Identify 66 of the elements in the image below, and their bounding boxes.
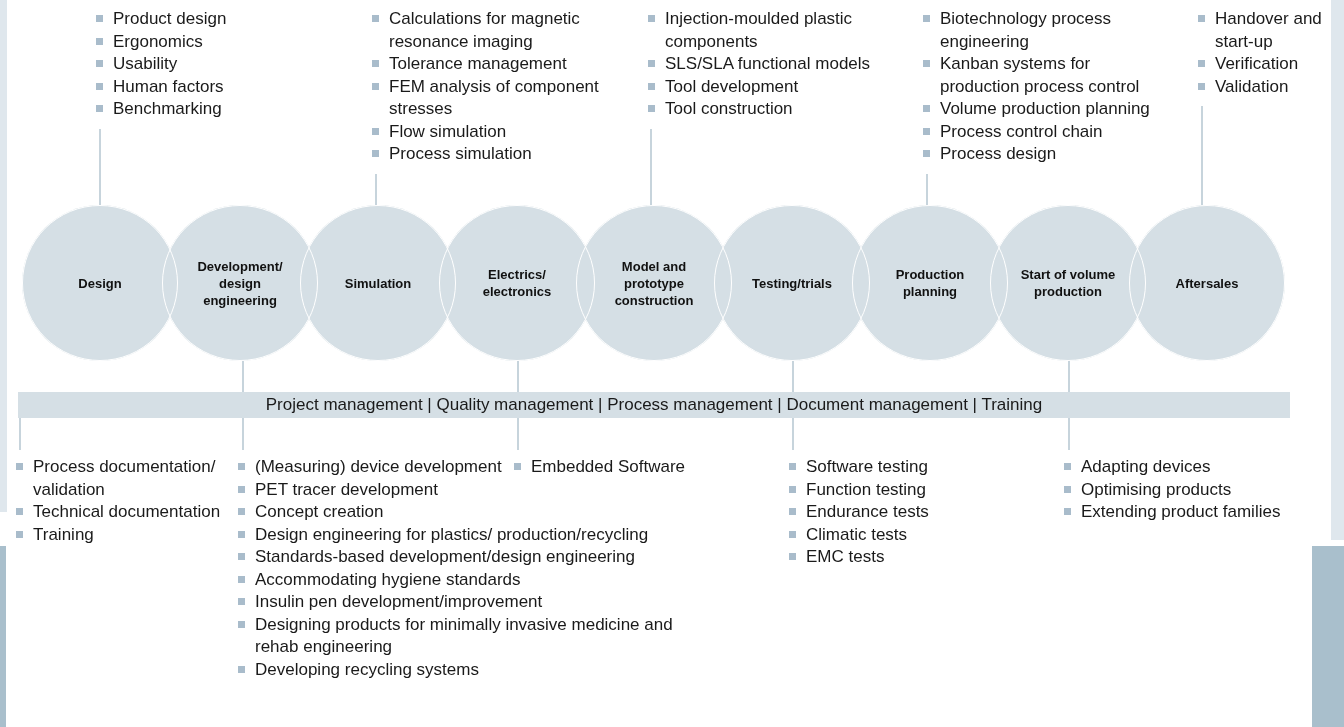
leader-line [242,417,244,451]
list-item: Insulin pen development/improvement [238,591,688,614]
leader-line [19,417,21,451]
list-item: Injection-moulded plastic components [648,8,898,53]
list-item: Climatic tests [789,523,1029,546]
list-item: Training [16,523,238,546]
phase-label: Design [78,274,122,292]
leader-line [242,360,244,393]
list-item: Tool development [648,75,898,98]
leader-line [650,128,652,206]
phase-label: Development/ design engineering [196,257,284,309]
list-item: Usability [96,53,266,76]
list-item: Concept creation [238,501,688,524]
list-item: Human factors [96,75,266,98]
list-item: Extending product families [1064,501,1324,524]
leader-line [1201,105,1203,206]
list-item: Adapting devices [1064,456,1324,479]
list-item: Process documentation/ validation [16,456,238,501]
phase-label: Testing/trials [752,274,832,292]
leader-line [792,417,794,451]
leader-line [792,360,794,393]
list-item: Benchmarking [96,98,266,121]
list-item: Software testing [789,456,1029,479]
list-item: Optimising products [1064,478,1324,501]
list-item: Designing products for minimally invasive medicine and rehab engineering [238,613,688,659]
list-item: Process control chain [923,120,1173,143]
list-item: SLS/SLA functional models [648,53,898,76]
list-item: Product design [96,8,266,31]
leader-line [99,128,101,206]
leader-line [375,173,377,206]
list-item: Tolerance management [372,53,622,76]
phase-label: Electrics/ electronics [481,266,553,300]
list-item: Handover and start-up [1198,8,1323,53]
list-item: Verification [1198,53,1323,76]
list-item: Calculations for magnetic resonance imaging [372,8,622,53]
list-item: Kanban systems for production process control [923,53,1173,98]
list-item: Function testing [789,478,1029,501]
leader-line [1068,417,1070,451]
list-item: Endurance tests [789,501,1029,524]
list-item: Ergonomics [96,30,266,53]
list-item: Standards-based development/design engineering [238,546,688,569]
list-item: Accommodating hygiene standards [238,568,688,591]
list-item: Validation [1198,75,1323,98]
list-item: Process simulation [372,143,622,166]
management-bar: Project management | Quality management | Process management | Document management | Training [18,392,1290,418]
list-item: Process design [923,143,1173,166]
leader-line [517,360,519,393]
list-item: Volume production planning [923,98,1173,121]
list-item: PET tracer development [238,478,688,501]
list-item: EMC tests [789,546,1029,569]
leader-line [517,417,519,451]
leader-line [926,173,928,206]
list-item: Flow simulation [372,120,622,143]
list-item: Design engineering for plastics/ production/recycling [238,523,688,546]
phase-label: Model and prototype construction [613,257,695,309]
list-item: Technical documentation [16,501,238,524]
phase-label: Simulation [344,274,412,292]
phase-label: Production planning [894,266,966,300]
list-item: Tool construction [648,98,898,121]
list-item: Developing recycling systems [238,658,688,681]
list-item: FEM analysis of component stresses [372,75,622,121]
list-item: Embedded Software [514,456,754,479]
leader-line [1068,360,1070,393]
phase-label: Aftersales [1175,274,1239,292]
list-item: Biotechnology process engineering [923,8,1173,53]
phase-label: Start of volume production [1019,266,1117,300]
